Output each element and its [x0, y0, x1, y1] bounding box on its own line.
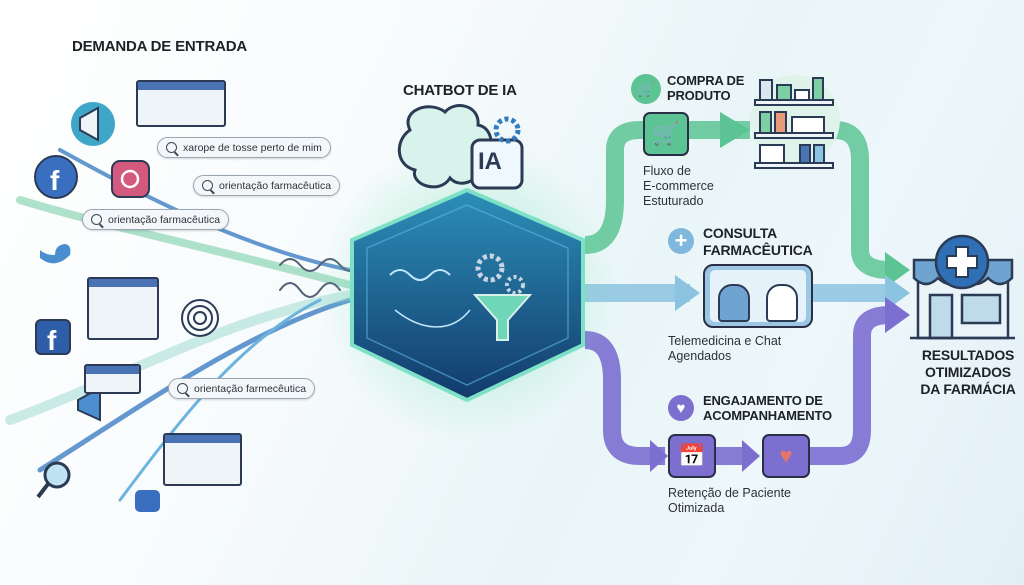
heart-circle-icon: ♥: [668, 395, 694, 421]
search-icon: [91, 214, 102, 225]
ai-badge: IA: [478, 148, 502, 175]
twitter-icon: [40, 244, 71, 264]
shop-browser-window: [163, 433, 242, 486]
heart-arrow-icon: ♥: [762, 434, 810, 478]
funnel-gears-icon: [389, 253, 533, 341]
cart-icon: 🛒: [643, 112, 689, 156]
svg-text:f: f: [50, 165, 60, 196]
search-query: orientação farmacêutica: [193, 175, 341, 196]
plus-circle-icon: +: [668, 228, 694, 254]
svg-text:f: f: [47, 325, 57, 356]
search-icon: [202, 180, 213, 191]
search-query: xarope de tosse perto de mim: [157, 137, 331, 158]
ai-chatbot-hexagon: [350, 187, 585, 403]
spiral-icon: [181, 299, 219, 337]
instagram-small-icon: [135, 490, 160, 512]
facebook-icon: f: [34, 155, 78, 199]
brain-ai-icon: [397, 104, 524, 190]
magnifier-icon: [36, 461, 71, 499]
ad-browser-window: [87, 277, 159, 340]
search-query: orientação farmecêutica: [168, 378, 316, 399]
chatbot-title: CHATBOT DE IA: [403, 82, 517, 99]
search-icon: [177, 383, 188, 394]
chat-bubble-icon: [84, 364, 141, 394]
pharmacy-shelves-icon: [750, 75, 840, 169]
instagram-icon: [111, 160, 150, 198]
ad-browser-window: [136, 80, 226, 127]
search-query: orientação farmacêutica: [82, 209, 230, 230]
facebook-square-icon: f: [35, 319, 71, 356]
pharmacy-store-icon: [910, 234, 1015, 340]
demand-title: DEMANDA DE ENTRADA: [72, 38, 248, 55]
megaphone-icon: [71, 102, 115, 146]
telemedicine-phone-icon: [703, 264, 813, 328]
cart-circle-icon: 🛒: [631, 74, 661, 104]
search-icon: [166, 142, 177, 153]
patient-avatar: [766, 284, 798, 322]
pharmacist-avatar: [718, 284, 750, 322]
calendar-icon: 📅: [668, 434, 716, 478]
